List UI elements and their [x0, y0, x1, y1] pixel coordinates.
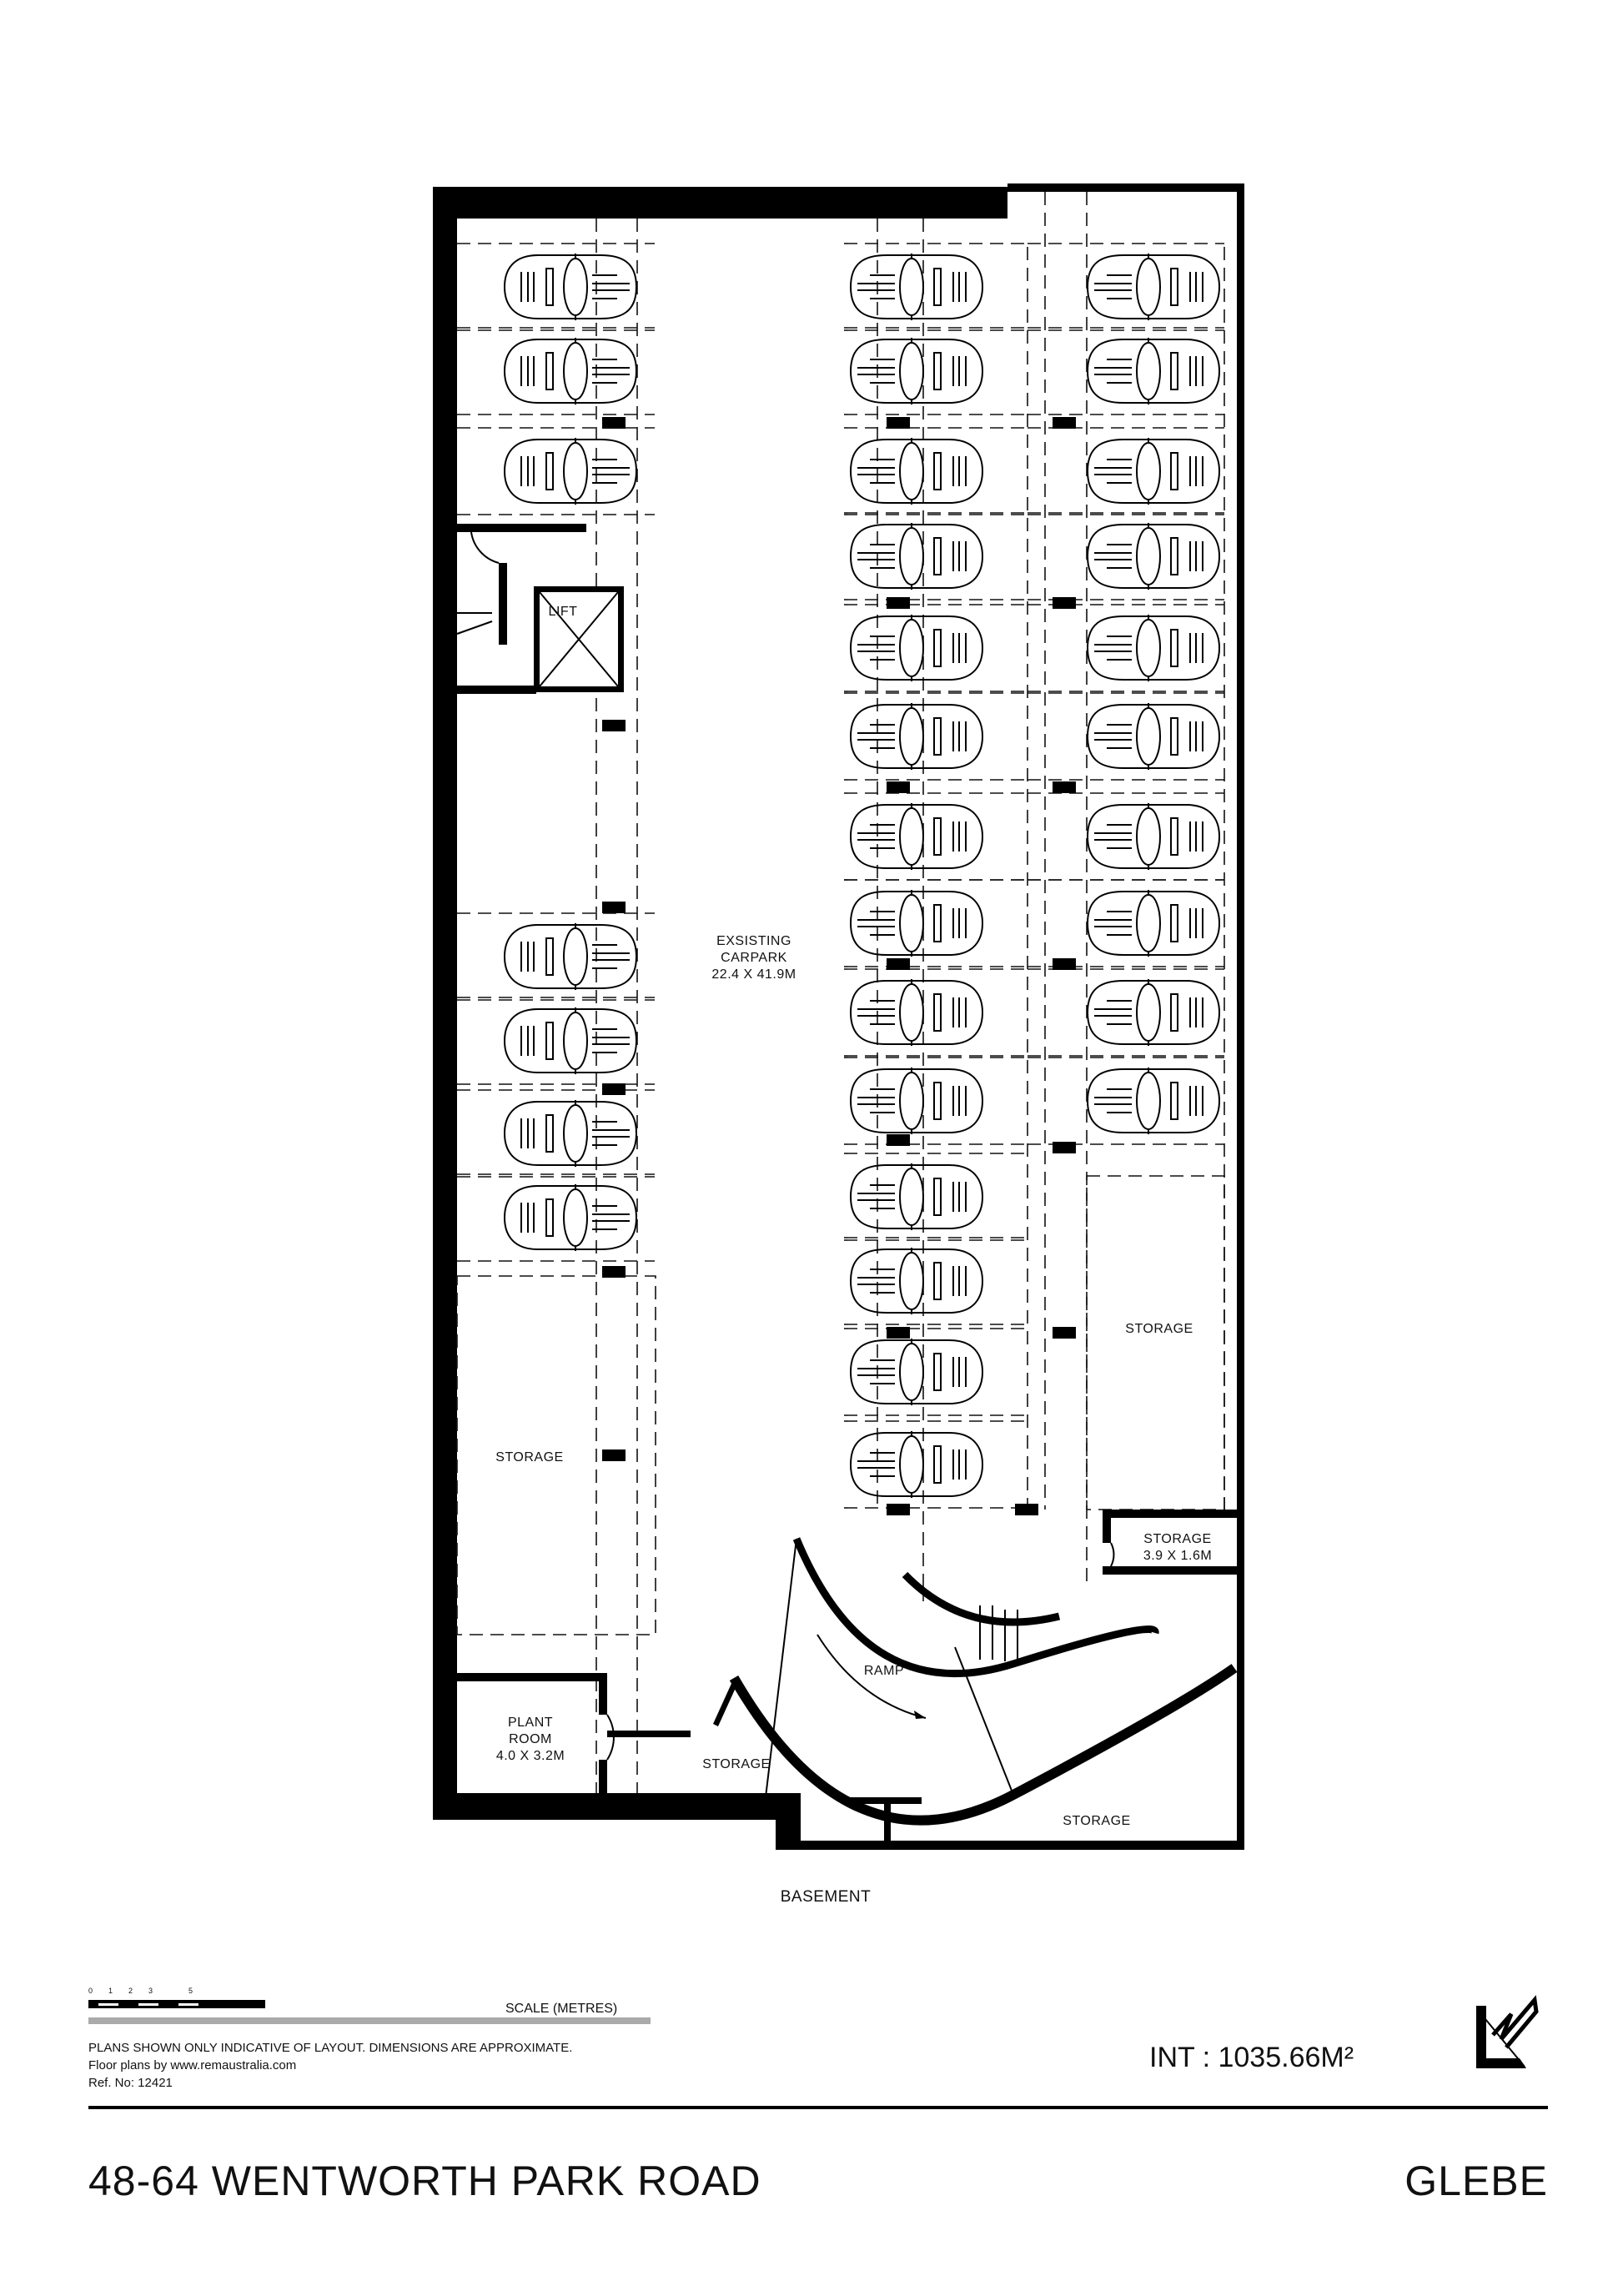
car-space: [850, 253, 983, 321]
north-arrow-icon: [1476, 1995, 1539, 2068]
car-space: [1087, 253, 1220, 321]
plant-room-dims: 4.0 X 3.2M: [496, 1749, 565, 1763]
carpark-dims: 22.4 X 41.9M: [711, 967, 796, 982]
scale-tick: 3: [148, 1987, 153, 1995]
column: [1053, 417, 1076, 429]
column: [602, 1266, 626, 1278]
car-space: [850, 1338, 983, 1406]
suburb: GLEBE: [1404, 2158, 1548, 2204]
carpark-label-line1: EXSISTING: [716, 934, 791, 948]
room-labels: EXSISTING CARPARK 22.4 X 41.9M STORAGE S…: [495, 934, 1212, 1906]
car-space: [504, 922, 637, 991]
column: [602, 720, 626, 731]
column: [602, 1449, 626, 1461]
car-space: [1087, 614, 1220, 682]
car-space: [504, 1007, 637, 1075]
column: [602, 902, 626, 913]
scale-tick: 0: [88, 1987, 93, 1995]
car-space: [504, 253, 637, 321]
column: [1053, 958, 1076, 970]
car-space: [850, 802, 983, 871]
plant-room-label-2: ROOM: [509, 1732, 552, 1746]
car-space: [850, 978, 983, 1047]
credit: Floor plans by www.remaustralia.com: [88, 2058, 296, 2072]
column: [887, 417, 910, 429]
car-space: [1087, 702, 1220, 771]
divider: [88, 2106, 1548, 2109]
car-space: [1087, 337, 1220, 405]
column: [887, 781, 910, 793]
storage-small-room: [1103, 1510, 1244, 1575]
car-space: [504, 1099, 637, 1168]
scale-tick: 1: [108, 1987, 113, 1995]
car-space: [1087, 522, 1220, 590]
parking-bay-lines: [456, 192, 1225, 1793]
car-space: [850, 522, 983, 590]
column: [602, 1083, 626, 1095]
column: [887, 1327, 910, 1339]
car-space: [850, 702, 983, 771]
car-space: [1087, 1067, 1220, 1135]
column: [887, 1134, 910, 1146]
column: [887, 1504, 910, 1515]
column: [1053, 1142, 1076, 1153]
car-space: [850, 337, 983, 405]
car-space: [850, 1067, 983, 1135]
ramp: [713, 1537, 1238, 1846]
car-space: [850, 614, 983, 682]
storage-left-label: STORAGE: [495, 1450, 563, 1465]
car-space: [850, 1247, 983, 1315]
ramp-label: RAMP: [864, 1664, 904, 1678]
storage-bottom-mid-label: STORAGE: [702, 1757, 770, 1771]
scale-tick: 5: [188, 1987, 193, 1995]
car-space: [850, 437, 983, 505]
column: [887, 958, 910, 970]
storage-bottom-right-label: STORAGE: [1063, 1814, 1130, 1828]
exterior-walls: [433, 183, 1244, 1850]
column: [1053, 597, 1076, 609]
car-space: [1087, 802, 1220, 871]
car-space: [850, 1430, 983, 1499]
scale-label: SCALE (METRES): [505, 2002, 617, 2016]
carpark-label-line2: CARPARK: [721, 951, 787, 965]
column: [1015, 1504, 1038, 1515]
column: [887, 597, 910, 609]
level-label: BASEMENT: [781, 1888, 872, 1906]
car-space: [1087, 978, 1220, 1047]
car-space: [850, 889, 983, 957]
columns: [602, 417, 1076, 1515]
ref-number: Ref. No: 12421: [88, 2076, 173, 2090]
internal-area: INT : 1035.66M²: [1149, 2042, 1354, 2073]
column: [1053, 1327, 1076, 1339]
scale-tick: 2: [128, 1987, 133, 1995]
car-space: [504, 337, 637, 405]
lift-core: LIFT: [456, 524, 624, 694]
car-space: [504, 437, 637, 505]
address: 48-64 WENTWORTH PARK ROAD: [88, 2158, 761, 2204]
disclaimer: PLANS SHOWN ONLY INDICATIVE OF LAYOUT. D…: [88, 2041, 572, 2055]
car-space: [850, 1163, 983, 1231]
storage-small-label: STORAGE: [1143, 1532, 1211, 1546]
plant-room: [457, 1673, 691, 1793]
car-space: [504, 1183, 637, 1252]
column: [602, 417, 626, 429]
lift-label: LIFT: [549, 605, 578, 619]
car-space: [1087, 437, 1220, 505]
column: [1053, 781, 1076, 793]
storage-right-label: STORAGE: [1125, 1322, 1193, 1336]
storage-small-dims: 3.9 X 1.6M: [1143, 1549, 1212, 1563]
scale-bar: 0 1 2 3 5 SCALE (METRES): [88, 1987, 651, 2024]
parking-spaces: [504, 253, 1220, 1499]
car-space: [1087, 889, 1220, 957]
plant-room-label-1: PLANT: [508, 1716, 553, 1730]
